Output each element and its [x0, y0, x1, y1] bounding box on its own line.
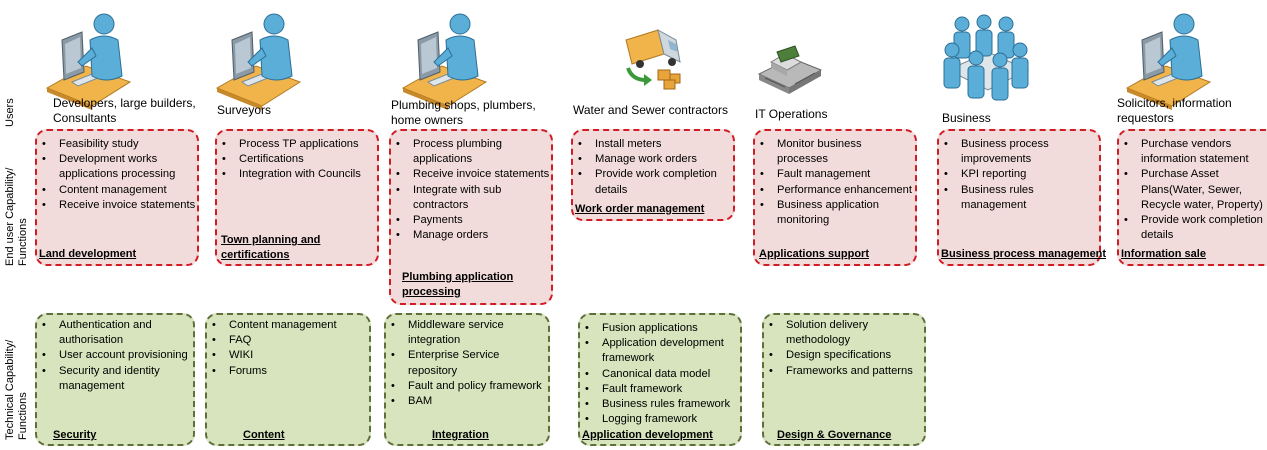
list-item: BAM: [391, 394, 548, 409]
user-label-business: Business: [942, 111, 991, 125]
list-item: Monitor business processes: [760, 137, 915, 167]
list-item: KPI reporting: [944, 167, 1099, 182]
list-item: User account provisioning: [42, 348, 193, 363]
function-box-work-order: Install meters Manage work orders Provid…: [571, 129, 735, 221]
list-item: Provide work completion details: [1124, 213, 1267, 243]
box-title: Plumbing application processing: [402, 271, 514, 298]
server-rack-icon: [757, 45, 823, 94]
list-item: Integration with Councils: [222, 167, 377, 182]
list-item: Purchase Asset Plans(Water, Sewer, Recyc…: [1124, 167, 1267, 213]
function-box-business-process: Business process improvements KPI report…: [937, 129, 1106, 266]
person-at-computer-icon: [45, 13, 132, 110]
box-title: Applications support: [759, 248, 869, 260]
user-label-it-operations: IT Operations: [755, 107, 828, 121]
box-title: Application development: [582, 429, 713, 441]
function-box-plumbing: Process plumbing applications Receive in…: [389, 129, 553, 305]
list-item: Manage orders: [396, 228, 551, 243]
box-title: Work order management: [575, 203, 705, 215]
person-at-computer-icon: [215, 13, 302, 110]
function-box-town-planning: Process TP applications Certifications I…: [215, 129, 379, 266]
list-item: Certifications: [222, 152, 377, 167]
list-item: Canonical data model: [585, 367, 740, 382]
delivery-truck-icon: [625, 29, 681, 90]
list-item: Receive invoice statements: [42, 198, 197, 213]
box-title: Information sale: [1121, 248, 1206, 260]
list-item: Content management: [212, 318, 369, 333]
user-label-solicitors: Solicitors, information requestors: [1117, 96, 1232, 125]
list-item: Fault framework: [585, 382, 740, 397]
row-label-end-user: End user Capability/ Functions: [4, 167, 29, 266]
user-label-developers: Developers, large builders, Consultants: [53, 96, 196, 125]
list-item: FAQ: [212, 333, 369, 348]
list-item: Fault and policy framework: [391, 379, 548, 394]
list-item: Fault management: [760, 167, 915, 182]
box-title: Business process management: [941, 248, 1107, 260]
box-title: Town planning and certifications: [221, 234, 321, 261]
function-box-information-sale: Purchase vendors information statement P…: [1117, 129, 1267, 266]
list-item: Content management: [42, 183, 197, 198]
technical-box-content: Content management FAQ WIKI Forums Conte…: [205, 313, 371, 446]
technical-box-design-governance: Solution delivery methodology Design spe…: [762, 313, 926, 446]
box-title: Land development: [39, 248, 137, 260]
list-item: Feasibility study: [42, 137, 197, 152]
person-at-computer-icon: [401, 13, 488, 110]
user-label-contractors: Water and Sewer contractors: [573, 103, 728, 117]
list-item: Process TP applications: [222, 137, 377, 152]
list-item: Fusion applications: [585, 321, 740, 336]
list-item: Install meters: [578, 137, 733, 152]
box-title: Design & Governance: [777, 429, 892, 441]
function-box-land-development: Feasibility study Development works appl…: [35, 129, 199, 266]
list-item: Integrate with sub contractors: [396, 183, 551, 213]
list-item: Enterprise Service repository: [391, 348, 548, 378]
list-item: Provide work completion details: [578, 167, 733, 197]
list-item: Purchase vendors information statement: [1124, 137, 1267, 167]
list-item: Performance enhancement: [760, 183, 915, 198]
technical-box-integration: Middleware service integration Enterpris…: [384, 313, 550, 446]
box-title: Security: [53, 429, 97, 441]
list-item: Receive invoice statements: [396, 167, 551, 182]
list-item: Business application monitoring: [760, 198, 915, 228]
technical-box-application-development: Fusion applications Application developm…: [578, 313, 742, 446]
list-item: Manage work orders: [578, 152, 733, 167]
list-item: Middleware service integration: [391, 318, 548, 348]
person-at-computer-icon: [1125, 13, 1212, 110]
list-item: WIKI: [212, 348, 369, 363]
box-title: Content: [243, 429, 285, 441]
user-label-plumbing: Plumbing shops, plumbers, home owners: [391, 98, 536, 127]
list-item: Solution delivery methodology: [769, 318, 924, 348]
user-label-surveyors: Surveyors: [217, 103, 272, 117]
list-item: Process plumbing applications: [396, 137, 551, 167]
list-item: Logging framework: [585, 412, 740, 427]
list-item: Development works applications processin…: [42, 152, 197, 182]
technical-box-security: Authentication and authorisation User ac…: [35, 313, 195, 446]
list-item: Business rules management: [944, 183, 1099, 213]
box-title: Integration: [432, 429, 489, 441]
list-item: Business process improvements: [944, 137, 1099, 167]
list-item: Business rules framework: [585, 397, 740, 412]
function-box-applications-support: Monitor business processes Fault managem…: [753, 129, 917, 266]
list-item: Frameworks and patterns: [769, 364, 924, 379]
list-item: Forums: [212, 364, 369, 379]
list-item: Application development framework: [585, 336, 740, 366]
meeting-group-icon: [943, 14, 1030, 101]
row-label-technical: Technical Capability/ Functions: [4, 339, 29, 440]
list-item: Payments: [396, 213, 551, 228]
list-item: Authentication and authorisation: [42, 318, 193, 348]
list-item: Design specifications: [769, 348, 924, 363]
list-item: Security and identity management: [42, 364, 193, 394]
row-label-users: Users: [4, 98, 16, 127]
